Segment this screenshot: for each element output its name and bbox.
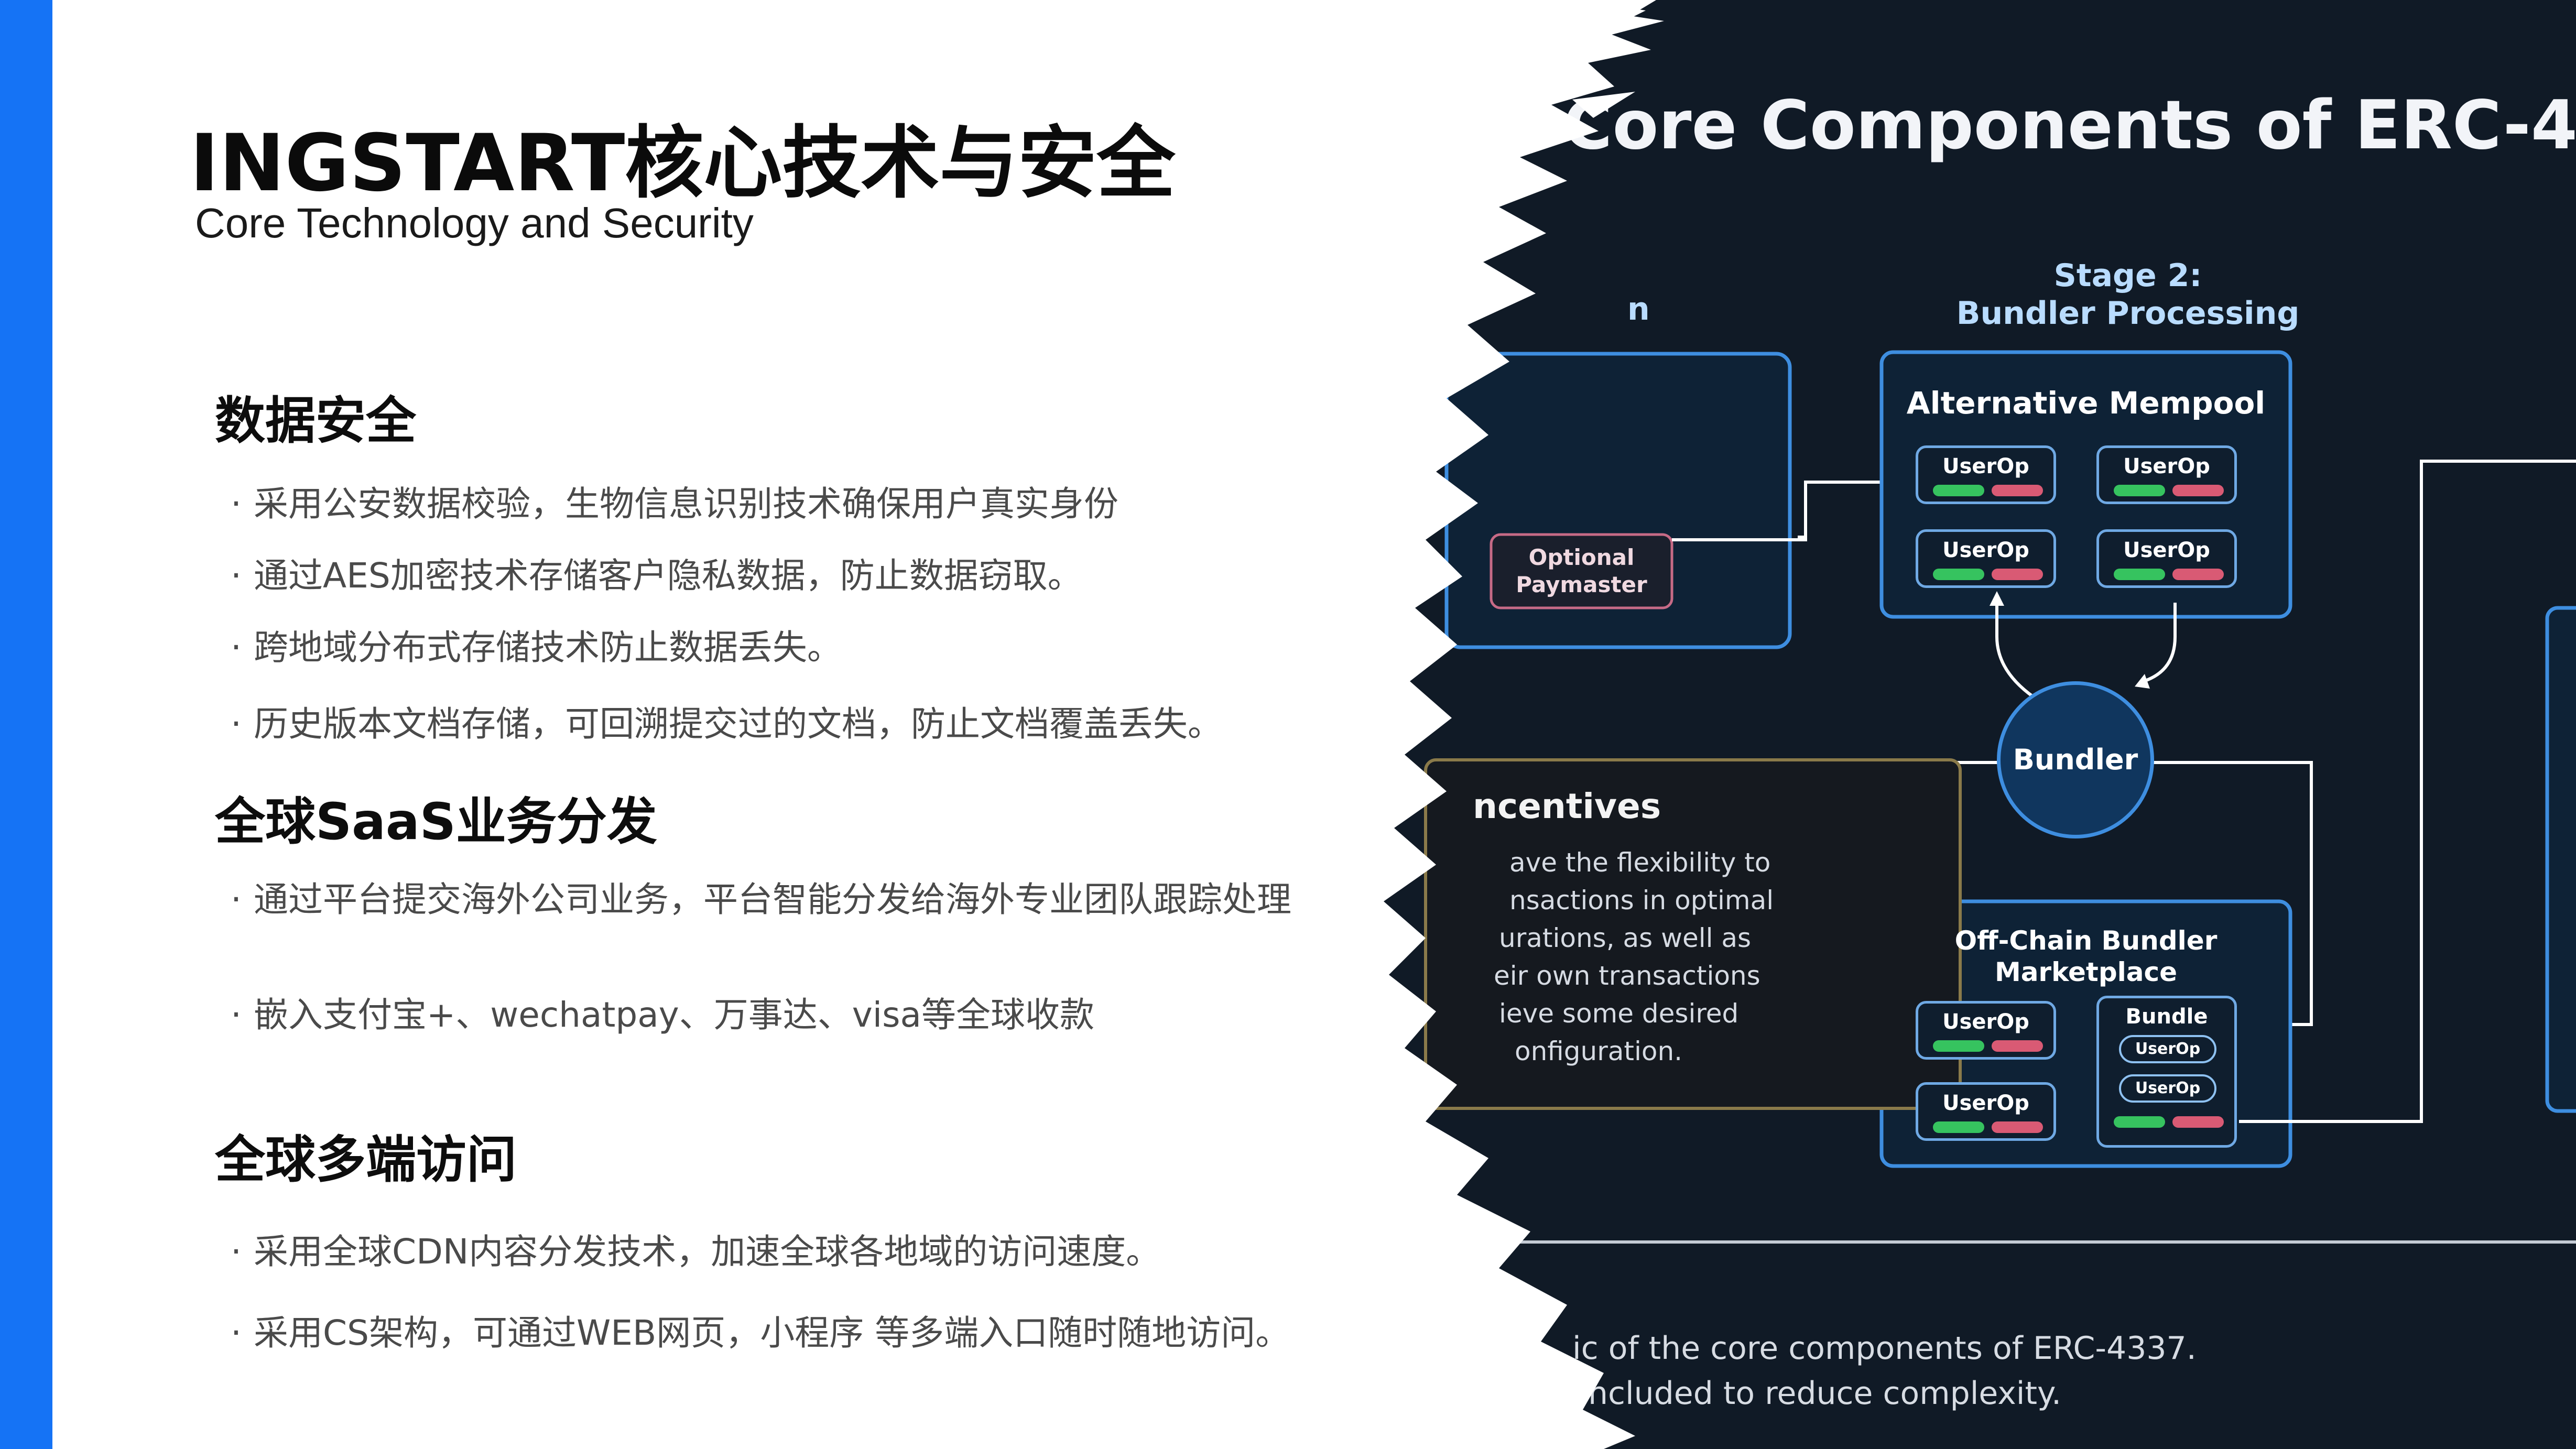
incentives-text: ave the flexibility to nsactions in opti… xyxy=(1494,847,1774,1066)
bundler-node: Bundler xyxy=(1997,681,2154,838)
userop-chip: UserOp xyxy=(2096,445,2237,504)
erc4337-diagram-image: he Core Components of ERC-433 n Stage 2:… xyxy=(1342,0,2576,1449)
userop-chip: UserOp xyxy=(1916,529,2056,588)
userop-chip: UserOp xyxy=(1916,445,2056,504)
bullet-item: ·采用全球CDN内容分发技术，加速全球各地域的访问速度。 xyxy=(231,1232,1161,1272)
bullet-item: ·嵌入支付宝+、wechatpay、万事达、visa等全球收款 xyxy=(231,995,1094,1035)
section-heading-data-security: 数据安全 xyxy=(215,391,416,450)
bullet-item: ·通过平台提交海外公司业务，平台智能分发给海外专业团队跟踪处理 xyxy=(231,879,1291,920)
bundle-userop: UserOp xyxy=(2119,1035,2216,1063)
section-heading-multi-access: 全球多端访问 xyxy=(215,1130,517,1189)
section-heading-saas-distribution: 全球SaaS业务分发 xyxy=(215,792,657,851)
bullet-item: ·采用公安数据校验，生物信息识别技术确保用户真实身份 xyxy=(231,484,1118,524)
stage-2-line-2: Bundler Processing xyxy=(1956,295,2300,332)
marketplace-title: Off-Chain Bundler Marketplace xyxy=(1954,925,2218,987)
left-accent-bar xyxy=(0,0,52,1449)
page-subtitle: Core Technology and Security xyxy=(195,200,754,246)
diagram-caption: ic of the core components of ERC-4337. n… xyxy=(1572,1330,2197,1412)
userop-chip: UserOp xyxy=(1916,1001,2056,1060)
mempool-title: Alternative Mempool xyxy=(1906,385,2266,421)
userop-chip: UserOp xyxy=(2096,529,2237,588)
page-title: INGSTART核心技术与安全 xyxy=(190,118,1176,209)
bundle-userop: UserOp xyxy=(2119,1074,2216,1103)
bundle-box: Bundle UserOp UserOp xyxy=(2096,996,2237,1148)
bullet-item: ·采用CS架构，可通过WEB网页，小程序 等多端入口随时随地访问。 xyxy=(231,1313,1290,1353)
optional-paymaster-box: Optional Paymaster xyxy=(1516,544,1647,597)
userop-chip: UserOp xyxy=(1916,1082,2056,1141)
stage-1-label-fragment: n xyxy=(1627,291,1650,328)
bullet-item: ·历史版本文档存储，可回溯提交过的文档，防止文档覆盖丢失。 xyxy=(231,704,1222,744)
bullet-item: ·通过AES加密技术存储客户隐私数据，防止数据窃取。 xyxy=(231,555,1082,596)
incentives-title: ncentives xyxy=(1473,786,1661,826)
bullet-item: ·跨地域分布式存储技术防止数据丢失。 xyxy=(231,627,842,668)
stage-2-line-1: Stage 2: xyxy=(2053,257,2202,294)
diagram-title: he Core Components of ERC-433 xyxy=(1447,86,2576,165)
stage-2-label: Stage 2: Bundler Processing xyxy=(1892,257,2364,332)
